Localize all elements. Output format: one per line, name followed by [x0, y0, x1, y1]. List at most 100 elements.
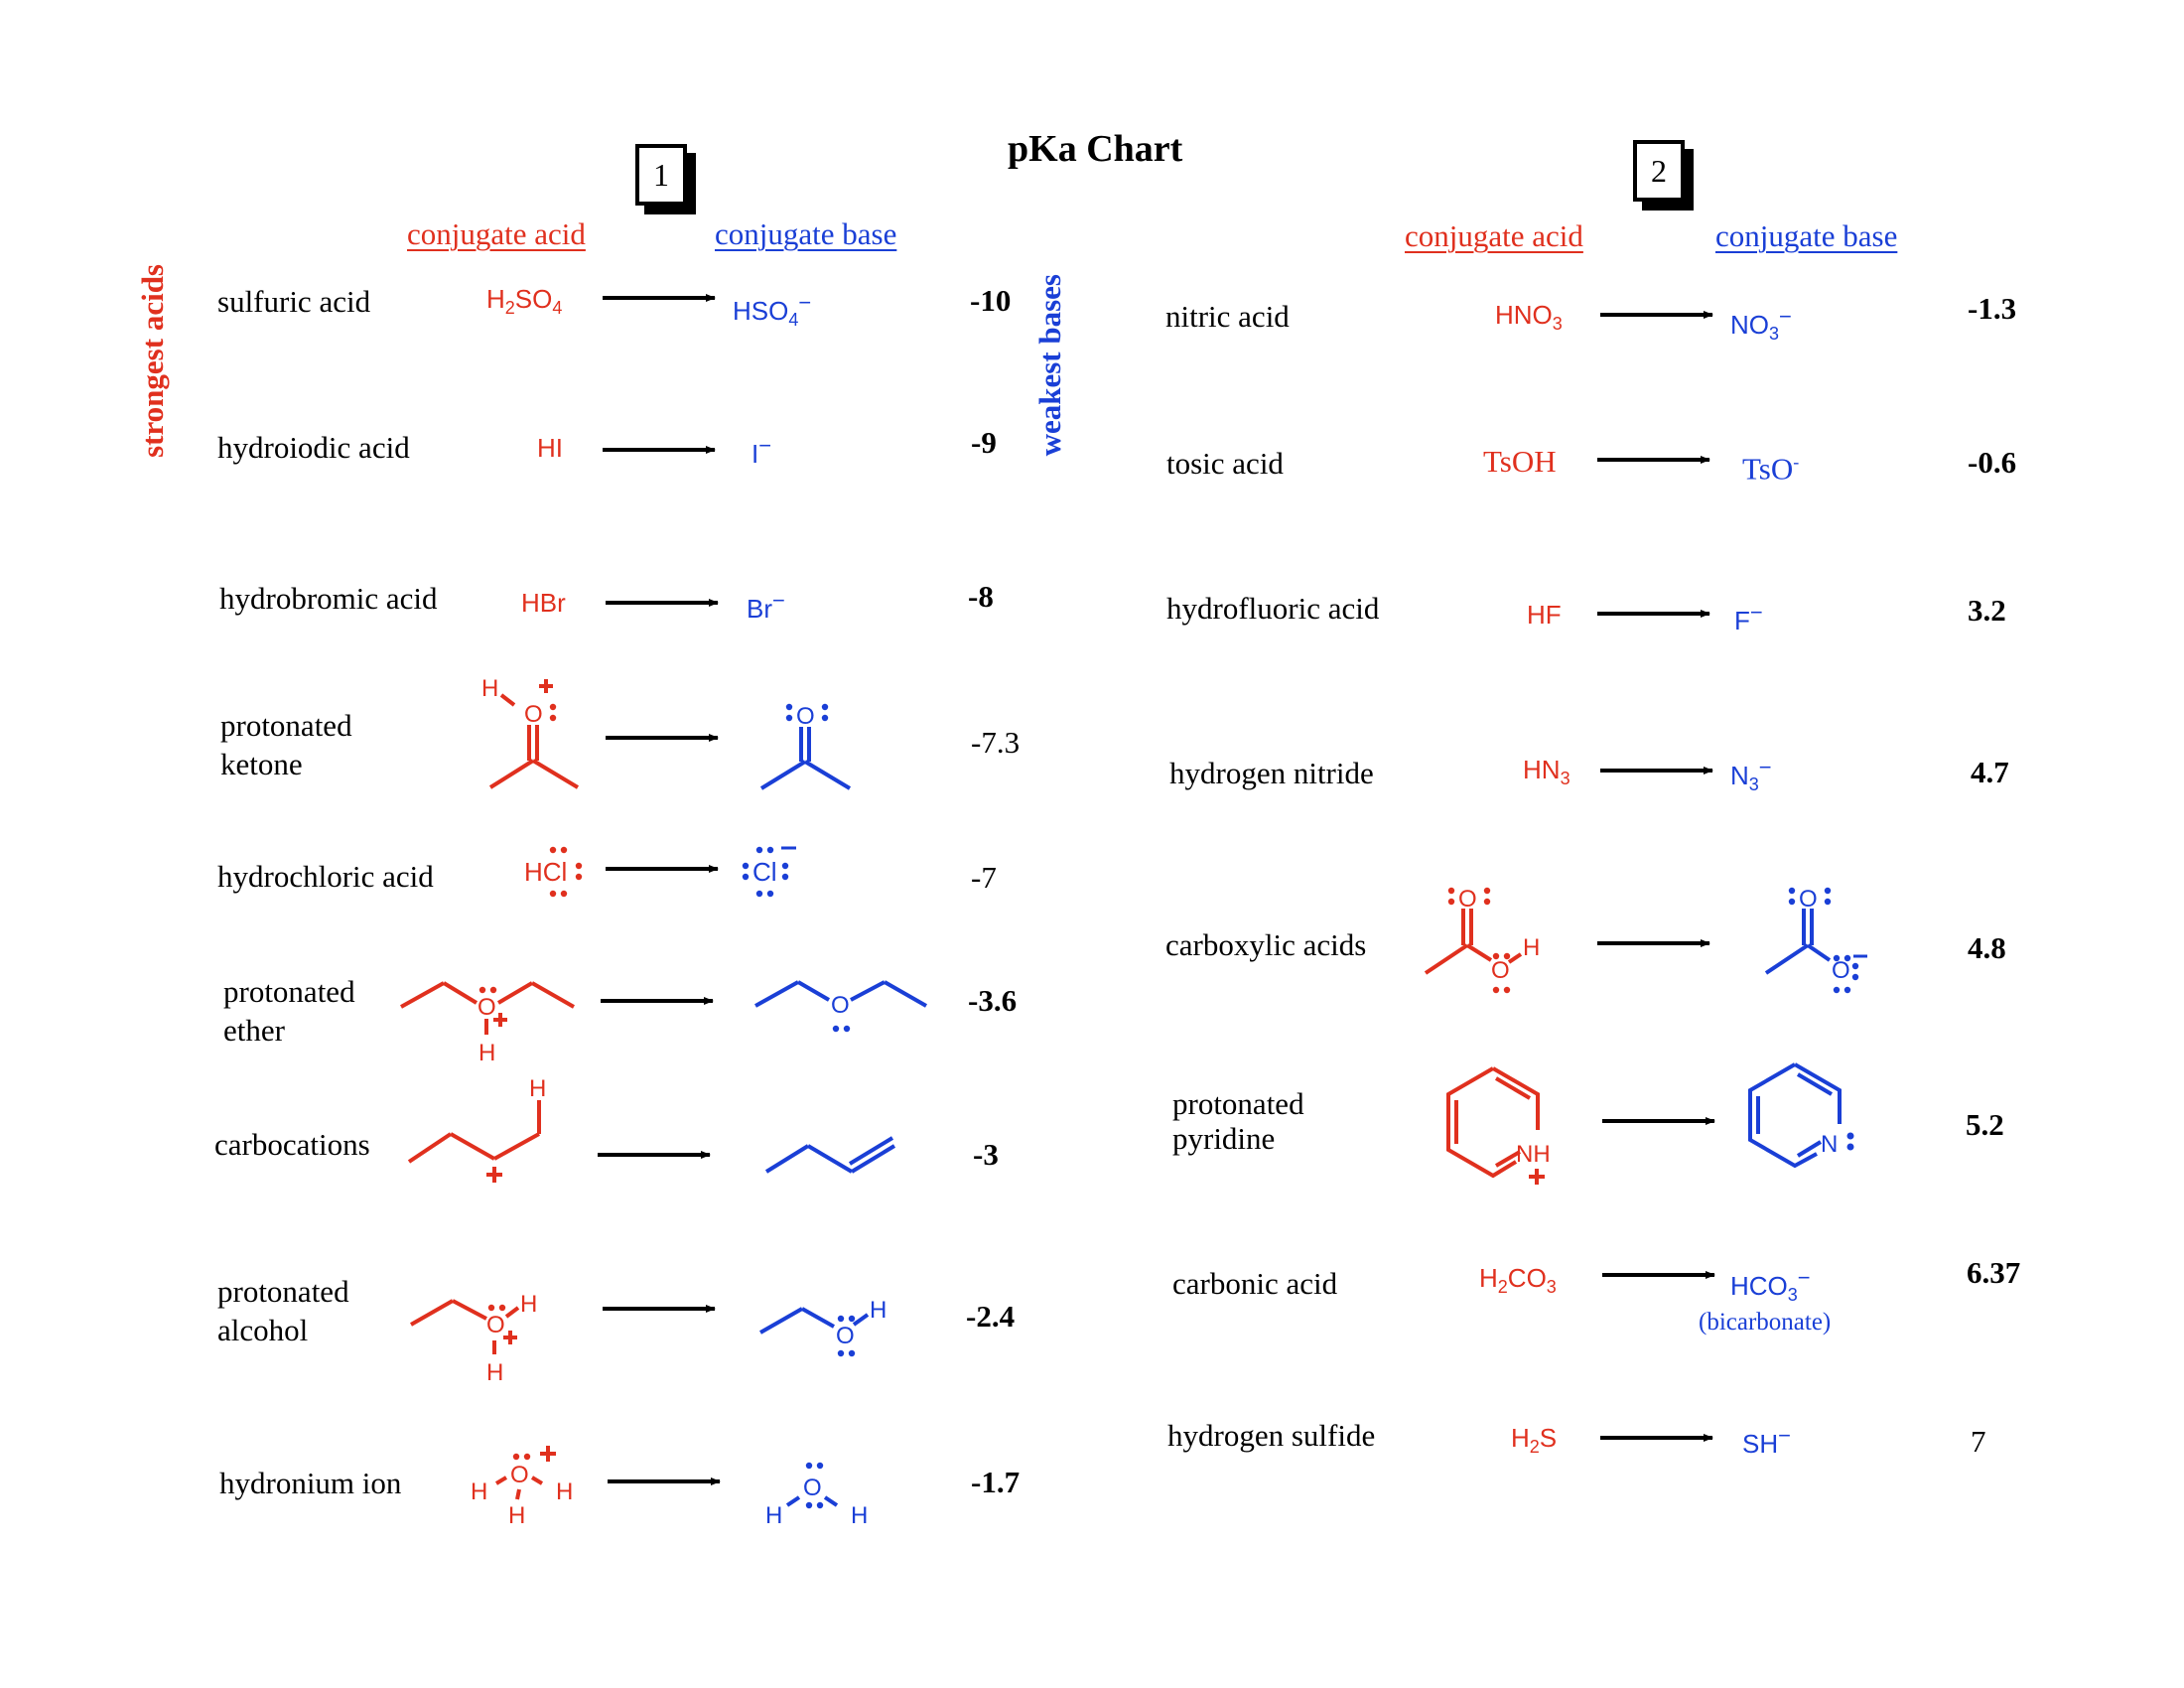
hydronium-structure: O H H H [471, 1446, 573, 1529]
svg-text:H: H [870, 1297, 887, 1324]
reaction-arrow-icon [1602, 1271, 1715, 1279]
pka-value: -3 [973, 1137, 999, 1172]
compound-name: tosic acid [1166, 446, 1284, 481]
svg-text:O: O [478, 994, 496, 1021]
pka-value: -3.6 [968, 983, 1018, 1018]
protonated-ketone-structure: H O [481, 675, 580, 789]
compound-name-line1: protonated [1172, 1086, 1304, 1121]
svg-text:H: H [556, 1478, 573, 1505]
conjugate-base-formula: TsO- [1742, 451, 1800, 487]
pka-value: 7 [1971, 1424, 1986, 1459]
compound-name: hydrogen sulfide [1167, 1418, 1376, 1453]
water-structure: O H H [765, 1462, 868, 1529]
compound-name: hydronium ion [219, 1466, 402, 1500]
compound-name-line2: alcohol [217, 1313, 309, 1347]
compound-name: nitric acid [1165, 299, 1290, 334]
reaction-arrow-icon [1597, 456, 1710, 464]
reaction-arrow-icon [1600, 311, 1713, 319]
pka-value: -2.4 [966, 1299, 1016, 1334]
svg-text:HCl: HCl [524, 857, 567, 887]
weakest-bases-label: weakest bases [1032, 274, 1067, 457]
reaction-arrow-icon [1597, 939, 1710, 947]
reaction-arrow-icon [603, 1305, 716, 1313]
svg-text:O: O [1799, 886, 1818, 913]
pka-value: 6.37 [1967, 1255, 2021, 1290]
carbocation-structure: H [407, 1075, 546, 1183]
conjugate-base-formula: I− [751, 433, 772, 469]
svg-text:O: O [803, 1475, 822, 1501]
svg-text:H: H [508, 1502, 525, 1529]
pka-value: 4.7 [1971, 755, 2009, 789]
svg-text:H: H [529, 1075, 546, 1102]
svg-text:O: O [510, 1462, 529, 1488]
conjugate-acid-formula: H2CO3 [1479, 1263, 1557, 1297]
protonated-ether-structure: O H [400, 981, 575, 1066]
svg-text:O: O [1491, 957, 1510, 984]
svg-text:O: O [836, 1323, 855, 1349]
conjugate-acid-formula: HI [537, 433, 563, 463]
pka-value: -0.6 [1968, 445, 2017, 480]
panel-1-badge: 1 [635, 144, 687, 206]
pyridinium-structure: NH [1446, 1066, 1551, 1185]
svg-text:O: O [486, 1312, 505, 1338]
svg-text:O: O [1458, 886, 1477, 913]
reaction-arrow-icon [606, 734, 719, 742]
svg-text:H: H [481, 675, 498, 702]
conjugate-acid-formula: H2S [1511, 1423, 1558, 1457]
compound-name-line1: protonated [223, 974, 355, 1009]
pka-value: 4.8 [1968, 930, 2006, 965]
compound-name: sulfuric acid [217, 284, 371, 319]
panel-number: 2 [1651, 153, 1667, 189]
conjugate-acid-formula: H2SO4 [486, 284, 563, 318]
compound-name-line2: pyridine [1172, 1121, 1276, 1156]
svg-text:H: H [851, 1502, 868, 1529]
reaction-arrow-icon [606, 599, 719, 607]
conjugate-base-formula: F− [1734, 600, 1763, 635]
reaction-arrow-icon [603, 446, 716, 454]
reaction-arrow-icon [1600, 1434, 1713, 1442]
conjugate-acid-formula: HNO3 [1495, 300, 1563, 334]
compound-name-line1: protonated [217, 1274, 349, 1309]
svg-text:Cl: Cl [752, 857, 777, 887]
alcohol-structure: O H [759, 1297, 887, 1357]
conjugate-acid-formula: TsOH [1483, 444, 1557, 479]
svg-text:O: O [1832, 957, 1850, 984]
svg-text:H: H [765, 1502, 782, 1529]
reaction-arrow-icon [606, 865, 719, 873]
header-conjugate-acid-1: conjugate acid [407, 216, 586, 251]
strongest-acids-label: strongest acids [135, 264, 170, 458]
panel-2-badge: 2 [1633, 140, 1685, 202]
header-conjugate-base-1: conjugate base [715, 216, 897, 251]
conjugate-base-formula: SH− [1742, 1423, 1791, 1459]
svg-text:H: H [1523, 934, 1540, 961]
conjugate-acid-formula: HF [1527, 600, 1562, 630]
header-conjugate-base-2: conjugate base [1715, 218, 1898, 253]
conjugate-base-formula: Br− [747, 588, 785, 624]
bicarbonate-note: (bicarbonate) [1699, 1309, 1832, 1336]
pka-value: -10 [970, 283, 1012, 318]
conjugate-base-formula: NO3− [1730, 304, 1792, 344]
protonated-alcohol-structure: O H H [410, 1291, 537, 1386]
pka-value: -1.3 [1968, 291, 2017, 326]
conjugate-base-formula: N3− [1730, 755, 1772, 794]
svg-text:H: H [478, 1040, 495, 1066]
ether-structure: O [754, 980, 927, 1033]
pka-value: 5.2 [1966, 1107, 2004, 1142]
compound-name: carbonic acid [1172, 1266, 1338, 1301]
compound-name: hydrofluoric acid [1166, 591, 1380, 626]
reaction-arrow-icon [608, 1477, 721, 1485]
pka-value: -7.3 [971, 725, 1021, 760]
reaction-arrow-icon [598, 1151, 711, 1159]
compound-name: hydrobromic acid [219, 581, 438, 616]
svg-text:O: O [796, 703, 815, 730]
svg-text:N: N [1821, 1131, 1838, 1158]
compound-name-line2: ether [223, 1013, 285, 1048]
conjugate-acid-formula: HN3 [1523, 755, 1570, 788]
pyridine-structure: N [1748, 1062, 1854, 1169]
compound-name-line1: protonated [220, 708, 352, 743]
reaction-arrow-icon [603, 294, 716, 302]
chloride-structure: Cl [742, 846, 796, 898]
alkene-structure [764, 1136, 896, 1174]
reaction-arrow-icon [1600, 767, 1713, 774]
header-conjugate-acid-2: conjugate acid [1405, 218, 1583, 253]
